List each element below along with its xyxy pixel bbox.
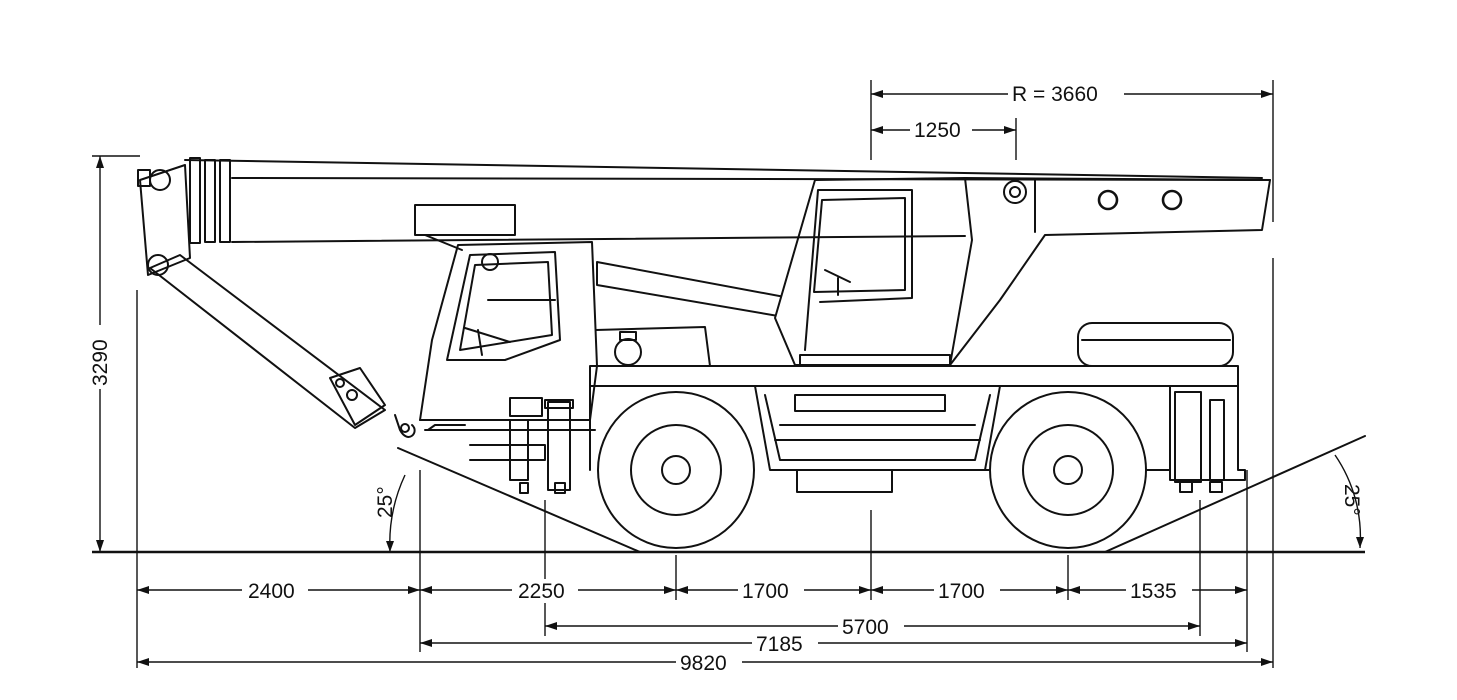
luffing-cylinder xyxy=(596,261,791,319)
span-1-label: 1700 xyxy=(742,580,789,603)
front-overhang-label: 2400 xyxy=(248,580,295,603)
offset-label: 1250 xyxy=(914,119,961,142)
front-axle-offset-label: 2250 xyxy=(518,580,565,603)
dimension-labels: R = 3660 1250 3290 25° 25° 2400 2250 170… xyxy=(88,82,1363,675)
body-length-label: 7185 xyxy=(756,633,803,656)
rear-outrigger xyxy=(1174,391,1225,493)
front-wheel xyxy=(597,391,755,549)
telescopic-boom xyxy=(137,157,1271,276)
driver-cab xyxy=(414,204,598,421)
crane-superstructure xyxy=(774,177,1271,366)
span-2-label: 1700 xyxy=(938,580,985,603)
chassis-frame xyxy=(589,322,1246,493)
rear-wheel xyxy=(989,391,1147,549)
jib-arm xyxy=(149,254,386,429)
front-angle-label: 25° xyxy=(374,486,397,518)
total-length-label: 9820 xyxy=(680,652,727,675)
approach-angle xyxy=(386,447,641,553)
rear-overhang-label: 1535 xyxy=(1130,580,1177,603)
front-outrigger xyxy=(424,399,596,494)
outrigger-span-label: 5700 xyxy=(842,616,889,639)
rear-angle-label: 25° xyxy=(1340,484,1363,516)
departure-angle xyxy=(1104,435,1366,553)
height-label: 3290 xyxy=(89,339,112,386)
hook-icon xyxy=(394,414,416,438)
radius-label: R = 3660 xyxy=(1012,83,1098,106)
